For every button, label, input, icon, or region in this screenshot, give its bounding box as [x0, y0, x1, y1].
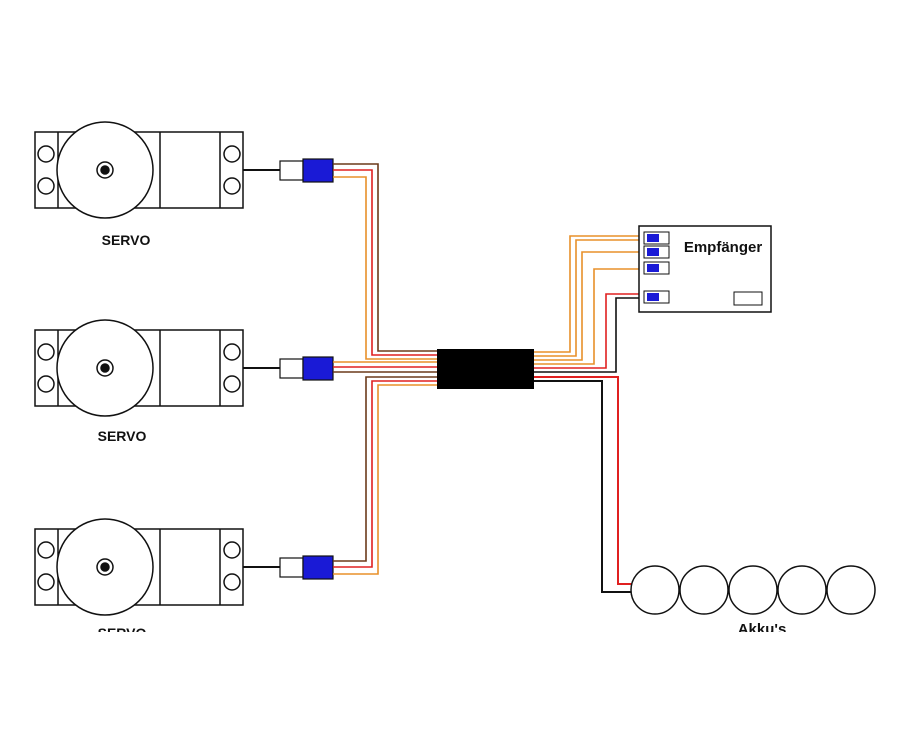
battery-cell-5: [826, 565, 876, 615]
distribution-hub: [437, 349, 534, 389]
servo-2-label: SERVO: [98, 428, 147, 444]
servo-lead-2: [243, 356, 334, 381]
servo-3: [34, 518, 244, 616]
wires-servo-1: [333, 163, 438, 360]
servo-lead-1: [243, 158, 334, 183]
servo-1-spindle: [100, 165, 110, 175]
receiver-label: Empfänger: [684, 239, 763, 256]
servo-2-plug-blue: [302, 356, 334, 381]
wires-servo-2: [333, 361, 438, 373]
battery-cell-1: [630, 565, 680, 615]
battery-cell-4: [777, 565, 827, 615]
servo-2: [34, 319, 244, 417]
servo-3-plug-blue: [302, 555, 334, 580]
servo-3-spindle: [100, 562, 110, 572]
servo-1-label: SERVO: [102, 232, 151, 248]
servo-1-plug-white: [279, 160, 304, 181]
servo-2-spindle: [100, 363, 110, 373]
receiver-crystal-slot: [733, 291, 763, 306]
battery-cell-3: [728, 565, 778, 615]
servo-1-plug-blue: [302, 158, 334, 183]
crop-edge: [0, 632, 920, 753]
wires-to-battery: [534, 376, 632, 593]
battery-pack: [630, 565, 876, 615]
battery-cell-2: [679, 565, 729, 615]
servo-1: [34, 121, 244, 219]
receiver: Empfänger: [638, 225, 772, 313]
wires-servo-3: [333, 376, 438, 575]
servo-lead-3: [243, 555, 334, 580]
servo-1-hole: [37, 145, 55, 163]
wires-to-receiver: [534, 235, 644, 373]
